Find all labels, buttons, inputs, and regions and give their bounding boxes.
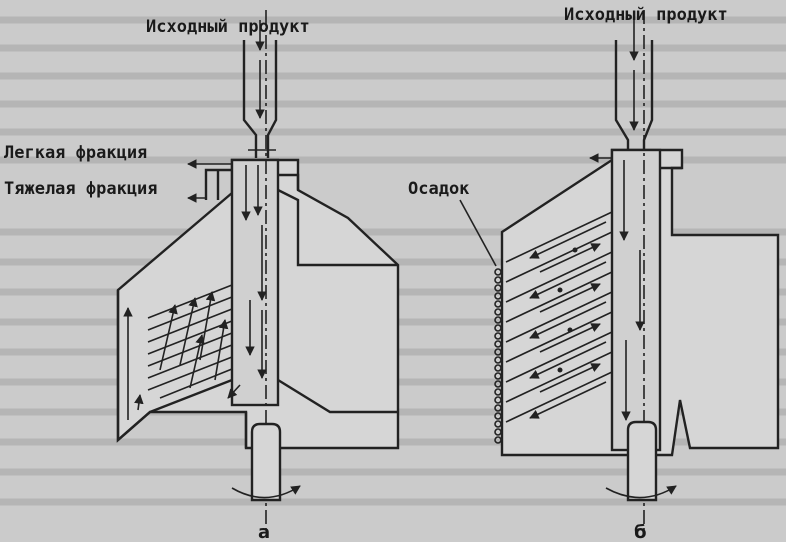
separator-a bbox=[116, 10, 400, 530]
disk-stack-b bbox=[505, 211, 613, 423]
label-sediment: Осадок bbox=[408, 179, 469, 199]
flow-arrows-b bbox=[529, 221, 607, 419]
inlet-pipe-a bbox=[242, 40, 278, 158]
label-input-right: Исходный продукт bbox=[564, 5, 728, 25]
feed-flow-a bbox=[227, 20, 267, 399]
sediment-pointer bbox=[459, 199, 497, 267]
light-outlet-a bbox=[204, 168, 232, 200]
label-heavy-fraction: Тяжелая фракция bbox=[4, 179, 158, 199]
caption-b: б bbox=[634, 522, 647, 542]
flow-arrows-a bbox=[123, 291, 229, 420]
rotation-arrow-b bbox=[605, 485, 677, 499]
caption-a: а bbox=[258, 522, 270, 542]
separator-b bbox=[459, 10, 780, 530]
rotation-arrow-a bbox=[231, 485, 301, 499]
label-light-fraction: Легкая фракция bbox=[4, 143, 147, 163]
sediment-layer bbox=[494, 268, 502, 444]
central-column-b bbox=[610, 148, 662, 452]
label-input-left: Исходный продукт bbox=[146, 17, 310, 37]
sediment-particles bbox=[557, 247, 578, 373]
shaft-a bbox=[250, 422, 282, 502]
shaft-b bbox=[626, 420, 658, 502]
feed-flow-b bbox=[619, 20, 645, 421]
central-column-a bbox=[230, 158, 280, 407]
